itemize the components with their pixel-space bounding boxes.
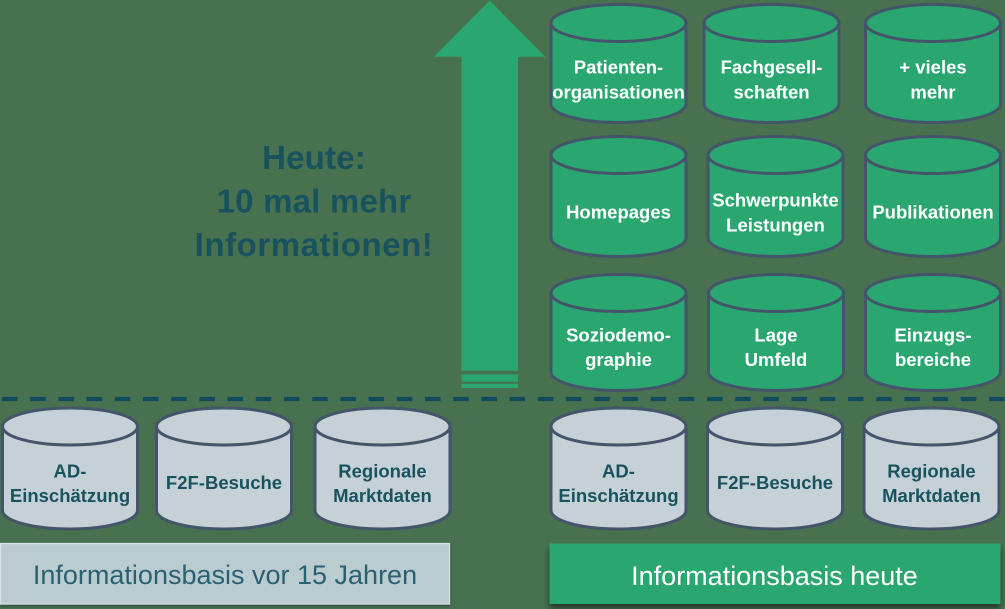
svg-text:+ vieles: + vieles (899, 57, 966, 78)
svg-text:Schwerpunkte: Schwerpunkte (712, 190, 838, 211)
svg-text:Einschätzung: Einschätzung (10, 485, 130, 506)
svg-text:mehr: mehr (910, 82, 955, 103)
svg-text:F2F-Besuche: F2F-Besuche (717, 472, 833, 493)
svg-text:Homepages: Homepages (566, 202, 671, 223)
svg-text:Marktdaten: Marktdaten (882, 485, 981, 506)
svg-text:Publikationen: Publikationen (872, 202, 993, 223)
svg-text:schaften: schaften (733, 82, 809, 103)
svg-text:F2F-Besuche: F2F-Besuche (166, 472, 282, 493)
svg-text:AD-: AD- (54, 461, 87, 482)
svg-text:Informationen!: Informationen! (195, 226, 434, 263)
svg-text:Patienten-: Patienten- (574, 57, 663, 78)
svg-text:10 mal mehr: 10 mal mehr (217, 183, 412, 220)
svg-text:Umfeld: Umfeld (745, 349, 808, 370)
svg-text:Soziodemo-: Soziodemo- (566, 325, 671, 346)
svg-text:Fachgesell-: Fachgesell- (721, 57, 823, 78)
svg-text:Informationsbasis heute: Informationsbasis heute (631, 561, 918, 591)
svg-text:bereiche: bereiche (895, 349, 971, 370)
svg-text:Einschätzung: Einschätzung (558, 485, 678, 506)
svg-text:Heute:: Heute: (262, 139, 366, 176)
svg-text:Leistungen: Leistungen (726, 215, 825, 236)
svg-text:Marktdaten: Marktdaten (333, 485, 432, 506)
svg-text:Einzugs-: Einzugs- (894, 325, 971, 346)
svg-text:AD-: AD- (602, 461, 635, 482)
svg-text:Regionale: Regionale (887, 461, 975, 482)
svg-text:organisationen: organisationen (552, 82, 685, 103)
svg-text:graphie: graphie (585, 349, 652, 370)
svg-text:Lage: Lage (754, 325, 797, 346)
svg-text:Regionale: Regionale (338, 461, 426, 482)
svg-text:Informationsbasis vor 15 Jahre: Informationsbasis vor 15 Jahren (33, 560, 417, 590)
